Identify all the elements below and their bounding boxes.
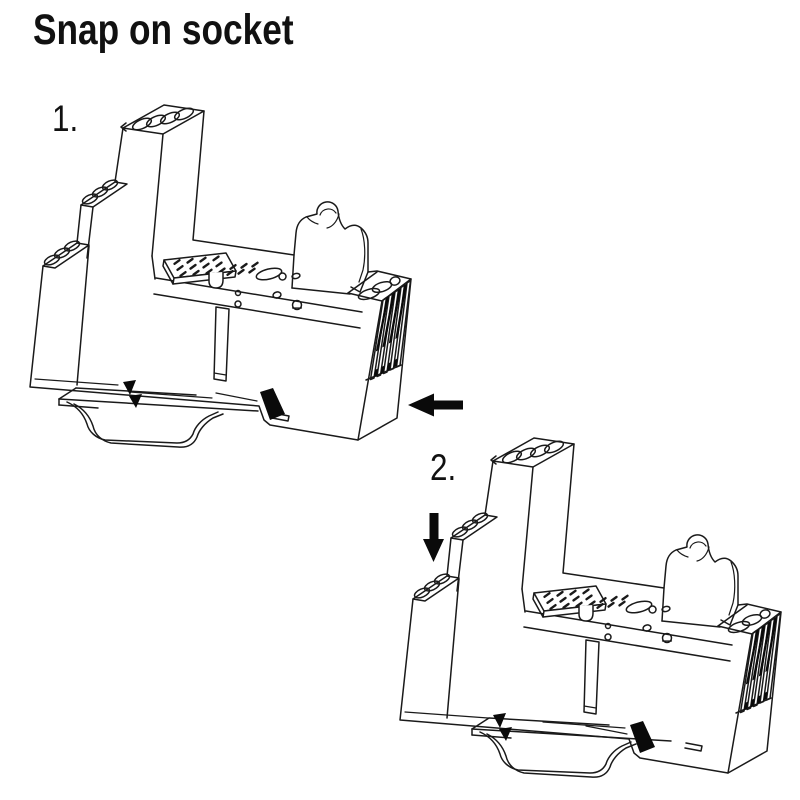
din-rail-socket-step-2: [398, 436, 783, 778]
arrow-down-icon: [423, 513, 444, 562]
step-2-label: 2.: [430, 447, 457, 488]
din-rail-socket-step-1: [28, 103, 413, 448]
page-title: Snap on socket: [33, 6, 294, 54]
step-1-label: 1.: [52, 98, 79, 139]
arrow-left-icon: [408, 393, 463, 417]
